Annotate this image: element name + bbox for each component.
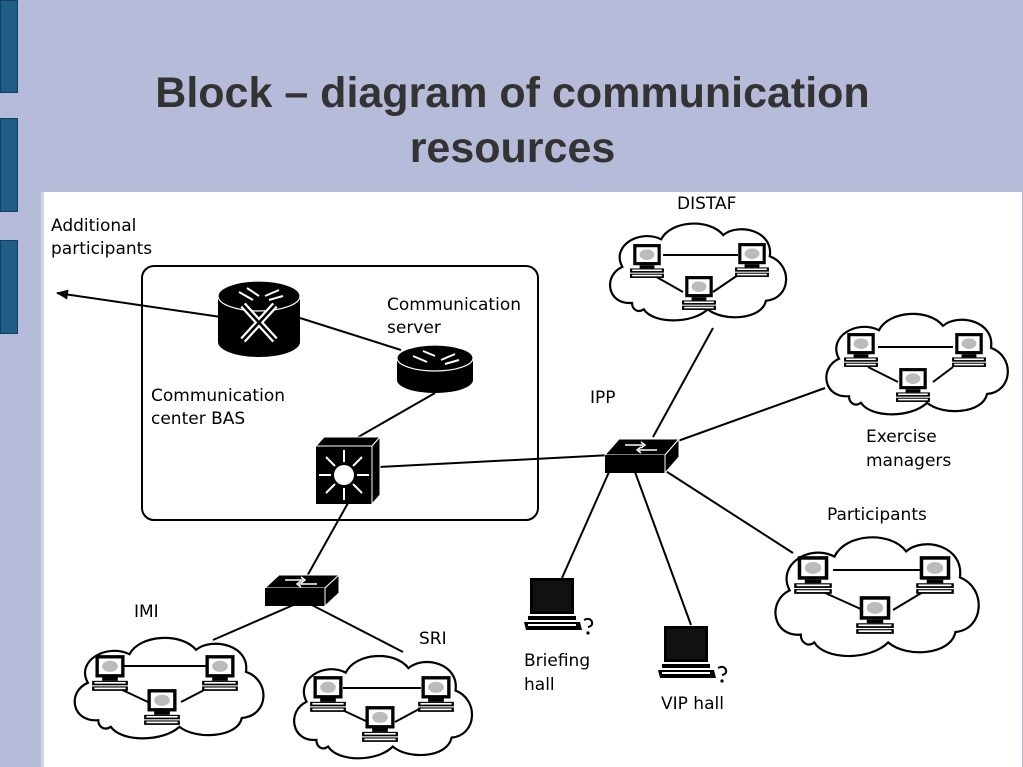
cloud-sri (292, 654, 474, 760)
workstation-icon (523, 578, 594, 636)
link-center-to-server (299, 317, 402, 351)
slide-title-line-1: Block – diagram of communication (155, 69, 870, 117)
slide-title: Block – diagram of communication resourc… (25, 66, 1000, 176)
bas-enclosure (141, 265, 539, 521)
connection-lines (56, 289, 826, 653)
switch-icon (263, 573, 341, 608)
label-communication-center-2: center BAS (151, 409, 245, 429)
label-vip-hall: VIP hall (661, 694, 724, 714)
cloud-distaf (608, 222, 788, 322)
cloud-imi (73, 636, 265, 740)
network-diagram: Additional participants Communication se… (41, 192, 1022, 767)
label-communication-server-2: server (387, 318, 441, 338)
label-additional-participants-1: Additional (51, 216, 136, 236)
link-switch-to-sri (307, 602, 404, 653)
link-ipp-to-exercise (674, 387, 826, 443)
slide-title-line-2: resources (409, 124, 616, 172)
link-ipp-to-briefing (561, 471, 610, 579)
slide-side-tab-2 (0, 118, 18, 212)
cloud-participants (774, 535, 981, 658)
router-icon (396, 344, 474, 393)
link-center-to-additional (56, 289, 222, 318)
label-participants: Participants (827, 505, 927, 525)
slide-side-tab-1 (0, 0, 18, 93)
label-briefing-hall-2: hall (524, 675, 555, 695)
slide-side-tab-3 (0, 240, 18, 334)
link-switch-to-imi (212, 602, 299, 641)
label-imi: IMI (134, 602, 159, 622)
label-exercise-managers-1: Exercise (866, 427, 937, 447)
label-communication-server-1: Communication (387, 295, 521, 315)
label-communication-center-1: Communication (151, 386, 285, 406)
switch-icon (603, 437, 681, 475)
label-distaf: DISTAF (677, 194, 736, 214)
link-ipp-to-distaf (652, 327, 714, 438)
multilayer-switch-icon (314, 435, 382, 506)
link-core-to-switch (305, 502, 349, 579)
link-ipp-to-vip (634, 471, 692, 626)
link-server-to-core (352, 392, 436, 441)
link-ipp-to-participants (660, 467, 794, 554)
workstation-icon (657, 626, 728, 684)
cloud-exercise-managers (825, 312, 1010, 416)
router-icon (217, 280, 301, 357)
label-additional-participants-2: participants (51, 239, 152, 259)
label-briefing-hall-1: Briefing (524, 651, 590, 671)
label-exercise-managers-2: managers (866, 451, 951, 471)
label-sri: SRI (419, 629, 447, 649)
link-core-to-ipp (378, 454, 612, 468)
label-ipp: IPP (590, 388, 616, 408)
